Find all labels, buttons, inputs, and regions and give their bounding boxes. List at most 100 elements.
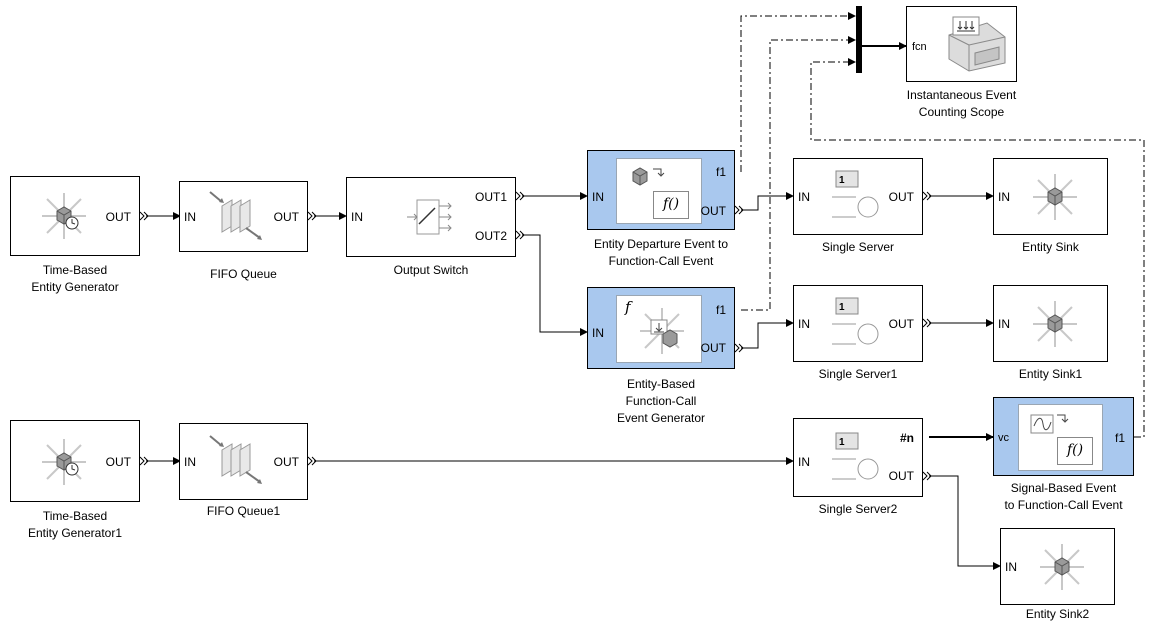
- block-caption: Entity Sink1: [993, 366, 1108, 383]
- entity-sink1-block[interactable]: IN: [993, 285, 1108, 362]
- caption-line: Single Server: [821, 240, 895, 254]
- in-port-label: IN: [798, 190, 810, 204]
- caption-line: Single Server1: [818, 367, 898, 381]
- vc-port-label: vc: [998, 432, 1009, 444]
- entity-sink-icon: [1033, 301, 1077, 347]
- caption-line: Counting Scope: [918, 105, 1005, 119]
- caption-line: Instantaneous Event: [906, 88, 1017, 102]
- entity-based-function-call-generator-block[interactable]: IN f f1 OUT: [587, 287, 735, 369]
- event-counting-scope-icon: [948, 16, 1006, 72]
- caption-line: Entity Departure Event to: [593, 237, 729, 251]
- in-port-label: IN: [798, 317, 810, 331]
- single-server-block[interactable]: IN 1 OUT: [793, 158, 923, 235]
- time-based-entity-generator-block[interactable]: OUT: [10, 176, 140, 256]
- block-icon-panel: f(): [1018, 404, 1103, 471]
- caption-line: Event Generator: [616, 411, 706, 425]
- caption-line: to Function-Call Event: [1004, 498, 1123, 512]
- block-caption: Entity Sink: [993, 239, 1108, 256]
- caption-line: Entity Sink2: [1025, 607, 1090, 621]
- fifo-queue-icon: [209, 191, 262, 240]
- caption-line: Entity Generator: [31, 280, 119, 294]
- in-port-label: IN: [998, 317, 1010, 331]
- caption-line: Entity Generator1: [27, 526, 123, 540]
- single-server-icon: [832, 297, 879, 345]
- block-caption: Entity Departure Event to Function-Call E…: [555, 236, 767, 270]
- time-based-entity-generator1-block[interactable]: OUT: [10, 420, 140, 502]
- block-caption: FIFO Queue: [179, 266, 308, 283]
- fcall-line-entitygen: [741, 36, 856, 311]
- out-port-label: OUT: [888, 469, 914, 483]
- caption-line: Output Switch: [393, 263, 469, 277]
- function-call-icon: f(): [1057, 437, 1093, 465]
- out-port-label: OUT: [700, 341, 726, 355]
- block-caption: FIFO Queue1: [179, 503, 308, 520]
- entity-sink-block[interactable]: IN: [993, 158, 1108, 235]
- signal-port-label: #n: [899, 431, 914, 445]
- in-port-label: IN: [592, 326, 604, 340]
- in-port-label: IN: [798, 455, 810, 469]
- out2-port-label: OUT2: [474, 229, 507, 243]
- out1-port-label: OUT1: [474, 190, 507, 204]
- caption-line: Signal-Based Event: [1010, 481, 1117, 495]
- caption-line: Function-Call: [625, 394, 697, 408]
- caption-line: FIFO Queue: [210, 267, 277, 281]
- entity-generator-icon: [640, 308, 684, 354]
- function-call-icon: f(): [653, 191, 689, 219]
- output-switch-block[interactable]: IN OUT1 OUT2: [346, 177, 516, 257]
- in-port-label: IN: [184, 455, 196, 469]
- line-departure-server: [741, 192, 794, 211]
- out-port-label: OUT: [105, 455, 131, 469]
- entity-departure-event-block[interactable]: IN f() f1 OUT: [587, 150, 735, 230]
- mux-bar[interactable]: [856, 6, 862, 73]
- f1-port-label: f1: [715, 303, 726, 317]
- entity-departure-icon: [632, 167, 665, 186]
- single-server-icon: [832, 170, 879, 218]
- block-caption: Single Server: [793, 239, 923, 256]
- caption-line: Function-Call Event: [608, 254, 714, 268]
- fifo-queue1-block[interactable]: IN OUT: [179, 423, 308, 500]
- entity-generator-icon: [42, 193, 86, 239]
- out-port-label: OUT: [105, 210, 131, 224]
- function-symbol: f: [625, 298, 631, 316]
- block-icon-panel: f: [616, 295, 702, 363]
- entity-generator-icon: [42, 439, 86, 485]
- single-server1-block[interactable]: IN 1 OUT: [793, 285, 923, 362]
- caption-line: Entity Sink: [1022, 240, 1079, 254]
- block-caption: Signal-Based Event to Function-Call Event: [968, 480, 1151, 514]
- out-port-label: OUT: [888, 190, 914, 204]
- out-port-label: OUT: [273, 210, 299, 224]
- block-caption: Single Server1: [793, 366, 923, 383]
- caption-line: Time-Based: [42, 509, 108, 523]
- out-port-label: OUT: [273, 455, 299, 469]
- fcall-line-departure: [740, 12, 856, 172]
- block-caption: Single Server2: [793, 501, 923, 518]
- in-port-label: IN: [998, 190, 1010, 204]
- fcn-port-label: fcn: [912, 41, 927, 53]
- caption-line: Time-Based: [42, 263, 108, 277]
- output-switch-icon: [407, 199, 452, 235]
- fifo-queue-block[interactable]: IN OUT: [179, 181, 308, 252]
- line-switch-entitygen: [522, 234, 588, 336]
- in-port-label: IN: [351, 210, 363, 224]
- server-badge: 1: [839, 175, 845, 186]
- line-server2-sink2: [929, 475, 1001, 570]
- f1-port-label: f1: [715, 165, 726, 179]
- instantaneous-event-counting-scope-block[interactable]: fcn: [906, 6, 1017, 82]
- entity-sink-icon: [1040, 544, 1084, 590]
- single-server2-block[interactable]: IN #n 1 OUT: [793, 418, 923, 497]
- caption-line: Entity-Based: [626, 377, 696, 391]
- server-badge: 1: [839, 302, 845, 313]
- fifo-queue-icon: [209, 435, 262, 484]
- entity-sink2-block[interactable]: IN: [1000, 528, 1115, 605]
- server-badge: 1: [839, 437, 845, 448]
- signal-based-event-block[interactable]: vc f() f1: [993, 397, 1134, 476]
- in-port-label: IN: [592, 190, 604, 204]
- single-server-icon: [832, 432, 879, 480]
- line-entitygen-server1: [741, 319, 794, 349]
- out-port-label: OUT: [888, 317, 914, 331]
